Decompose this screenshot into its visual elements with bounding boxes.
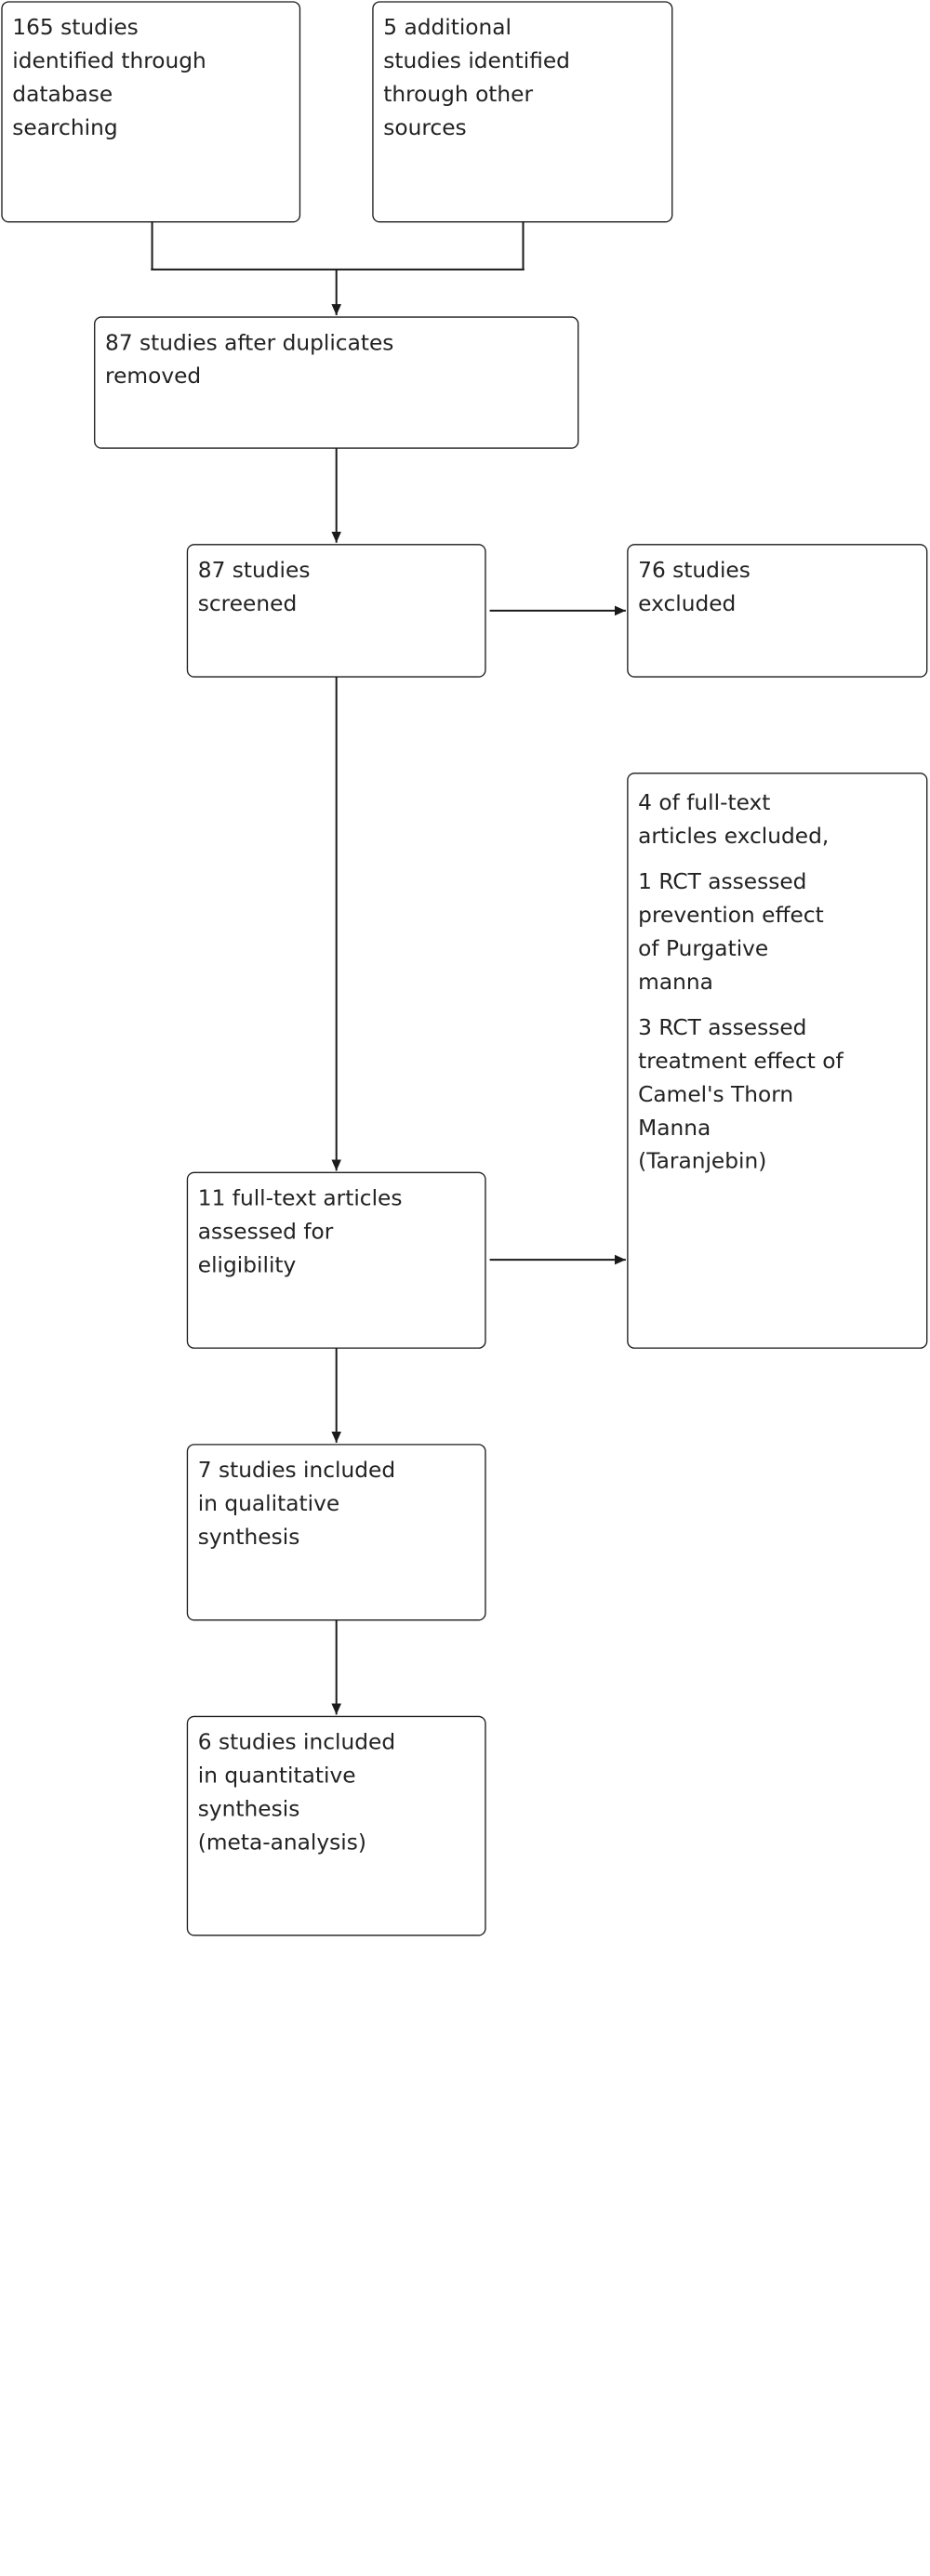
box-line: identified through: [12, 49, 206, 74]
box-line: database: [12, 83, 113, 108]
box-line: 76 studies: [638, 559, 751, 584]
box-line: in qualitative: [197, 1492, 340, 1517]
box-line: of Purgative: [638, 936, 769, 962]
box-line: Manna: [638, 1116, 711, 1142]
box-line: synthesis: [197, 1525, 300, 1551]
box-eligibility: 11 full-text articles assessed for eligi…: [186, 1171, 486, 1349]
box-line: sources: [383, 116, 467, 141]
box-line: eligibility: [197, 1253, 297, 1279]
box-line: 3 RCT assessed: [638, 1016, 807, 1041]
box-line: treatment effect of: [638, 1050, 844, 1075]
box-screened: 87 studies screened: [186, 544, 486, 678]
exclusion-summary: 4 of full-text articles excluded,: [638, 787, 916, 854]
box-qualitative-synthesis: 7 studies included in qualitative synthe…: [186, 1444, 486, 1621]
box-line: (Taranjebin): [638, 1149, 767, 1175]
box-line: searching: [12, 116, 118, 141]
box-line: 87 studies after duplicates: [105, 331, 394, 356]
box-line: 1 RCT assessed: [638, 870, 807, 895]
box-line: 5 additional: [383, 16, 512, 41]
box-excluded: 76 studies excluded: [627, 544, 928, 678]
box-line: (meta-analysis): [197, 1830, 366, 1856]
box-quantitative-synthesis: 6 studies included in quantitative synth…: [186, 1715, 486, 1936]
box-after-duplicates: 87 studies after duplicates removed: [94, 316, 579, 449]
box-line: screened: [197, 591, 298, 617]
box-line: Camel's Thorn: [638, 1082, 794, 1108]
box-fulltext-excluded: 4 of full-text articles excluded, 1 RCT …: [627, 773, 928, 1349]
box-line: 87 studies: [197, 559, 311, 584]
box-line: 4 of full-text: [638, 791, 771, 816]
box-line: 165 studies: [12, 16, 139, 41]
box-line: prevention effect: [638, 904, 824, 929]
box-line: 6 studies included: [197, 1730, 396, 1756]
box-line: assessed for: [197, 1220, 334, 1246]
box-line: through other: [383, 83, 534, 108]
box-line: 7 studies included: [197, 1459, 396, 1484]
exclusion-reason-treatment: 3 RCT assessed treatment effect of Camel…: [638, 1012, 916, 1180]
connector-lines: [151, 221, 626, 1715]
box-line: manna: [638, 970, 713, 996]
box-line: excluded: [638, 591, 737, 617]
box-line: in quantitative: [197, 1764, 356, 1790]
box-database-search: 165 studies identified through database …: [1, 1, 301, 223]
exclusion-reason-prevention: 1 RCT assessed prevention effect of Purg…: [638, 866, 916, 1000]
box-line: synthesis: [197, 1797, 300, 1823]
box-line: 11 full-text articles: [197, 1186, 403, 1212]
box-line: articles excluded,: [638, 824, 830, 850]
box-other-sources: 5 additional studies identified through …: [372, 1, 673, 223]
box-line: removed: [105, 364, 202, 390]
box-line: studies identified: [383, 49, 570, 74]
